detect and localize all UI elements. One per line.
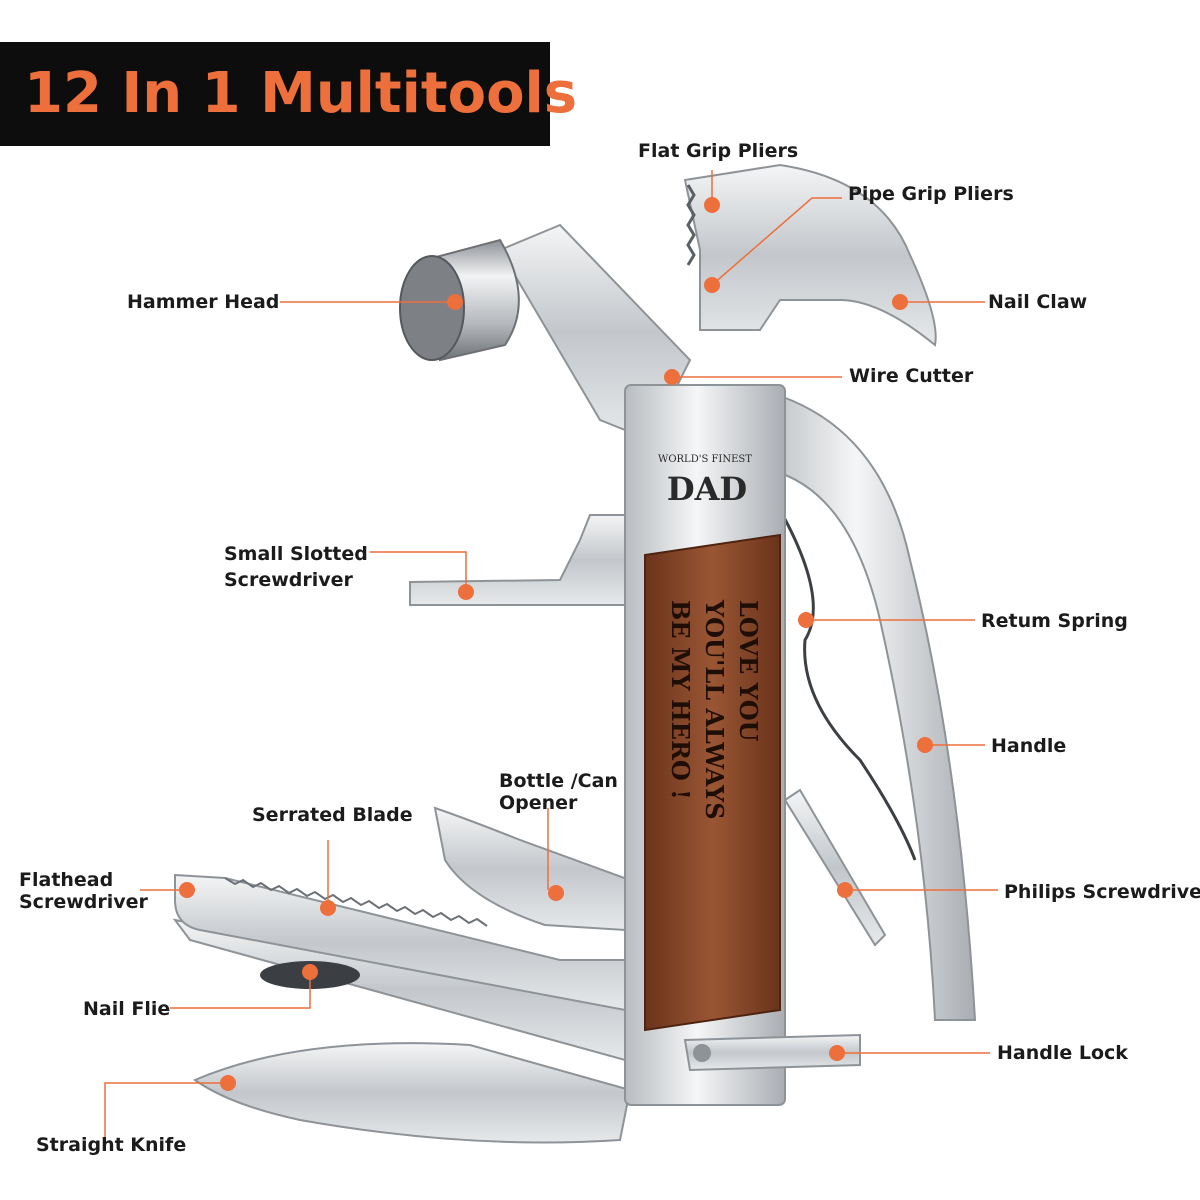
- philips-screwdriver: [783, 788, 887, 947]
- label-return-spring: Retum Spring: [981, 610, 1128, 632]
- label-straight-knife: Straight Knife: [36, 1134, 187, 1156]
- serrated-teeth: [224, 877, 488, 927]
- label-handle: Handle: [991, 735, 1067, 757]
- label-flathead-line1: Flathead: [19, 869, 114, 891]
- handle-lock: [683, 1033, 861, 1072]
- engraving-message: LOVE YOU YOU'LL ALWAYS BE MY HERO !: [666, 599, 763, 820]
- label-flathead-line2: Screwdriver: [19, 891, 148, 913]
- label-small-slotted-line1: Small Slotted: [224, 543, 368, 565]
- engraving-dad: DAD: [667, 470, 747, 508]
- label-serrated-blade: Serrated Blade: [252, 804, 413, 826]
- lock-pivot: [693, 1044, 711, 1062]
- wood-inlay: [644, 533, 781, 1032]
- label-nail-claw: Nail Claw: [988, 291, 1088, 313]
- engraving-small: WORLD'S FINEST: [658, 454, 752, 465]
- label-bottle-line1: Bottle /Can: [499, 770, 618, 792]
- label-bottle-can-opener: Bottle /Can Opener: [499, 770, 618, 814]
- small-slotted-screwdriver: [409, 514, 641, 606]
- label-wire-cutter: Wire Cutter: [849, 365, 974, 387]
- label-nail-file: Nail Flie: [83, 998, 171, 1020]
- label-hammer-head: Hammer Head: [127, 291, 280, 313]
- serrated-blade: [174, 873, 632, 1012]
- title-banner: 12 In 1 Multitools: [0, 42, 577, 146]
- label-handle-lock: Handle Lock: [997, 1042, 1128, 1064]
- pliers-teeth: [686, 184, 696, 266]
- svg-text:LOVE YOU: LOVE YOU: [734, 600, 763, 742]
- label-bottle-line2: Opener: [499, 792, 578, 814]
- label-flat-grip-pliers: Flat Grip Pliers: [638, 140, 799, 162]
- bottle-opener-blade: [433, 806, 632, 932]
- hammer-face: [399, 255, 465, 361]
- label-flathead-screwdriver: Flathead Screwdriver: [19, 869, 148, 913]
- return-spring: [778, 509, 917, 861]
- banner-title: 12 In 1 Multitools: [24, 61, 578, 126]
- label-philips-screwdriver: Philips Screwdriver: [1004, 881, 1200, 903]
- label-small-slotted-screwdriver: Small Slotted Screwdriver: [224, 543, 368, 591]
- straight-knife-blade: [192, 1042, 632, 1144]
- markers: [179, 197, 933, 1091]
- label-small-slotted-line2: Screwdriver: [224, 569, 353, 591]
- svg-text:BE MY HERO !: BE MY HERO !: [666, 600, 695, 800]
- label-pipe-grip-pliers: Pipe Grip Pliers: [848, 183, 1014, 205]
- pliers-jaw: [683, 163, 937, 347]
- svg-text:YOU'LL ALWAYS: YOU'LL ALWAYS: [700, 599, 729, 820]
